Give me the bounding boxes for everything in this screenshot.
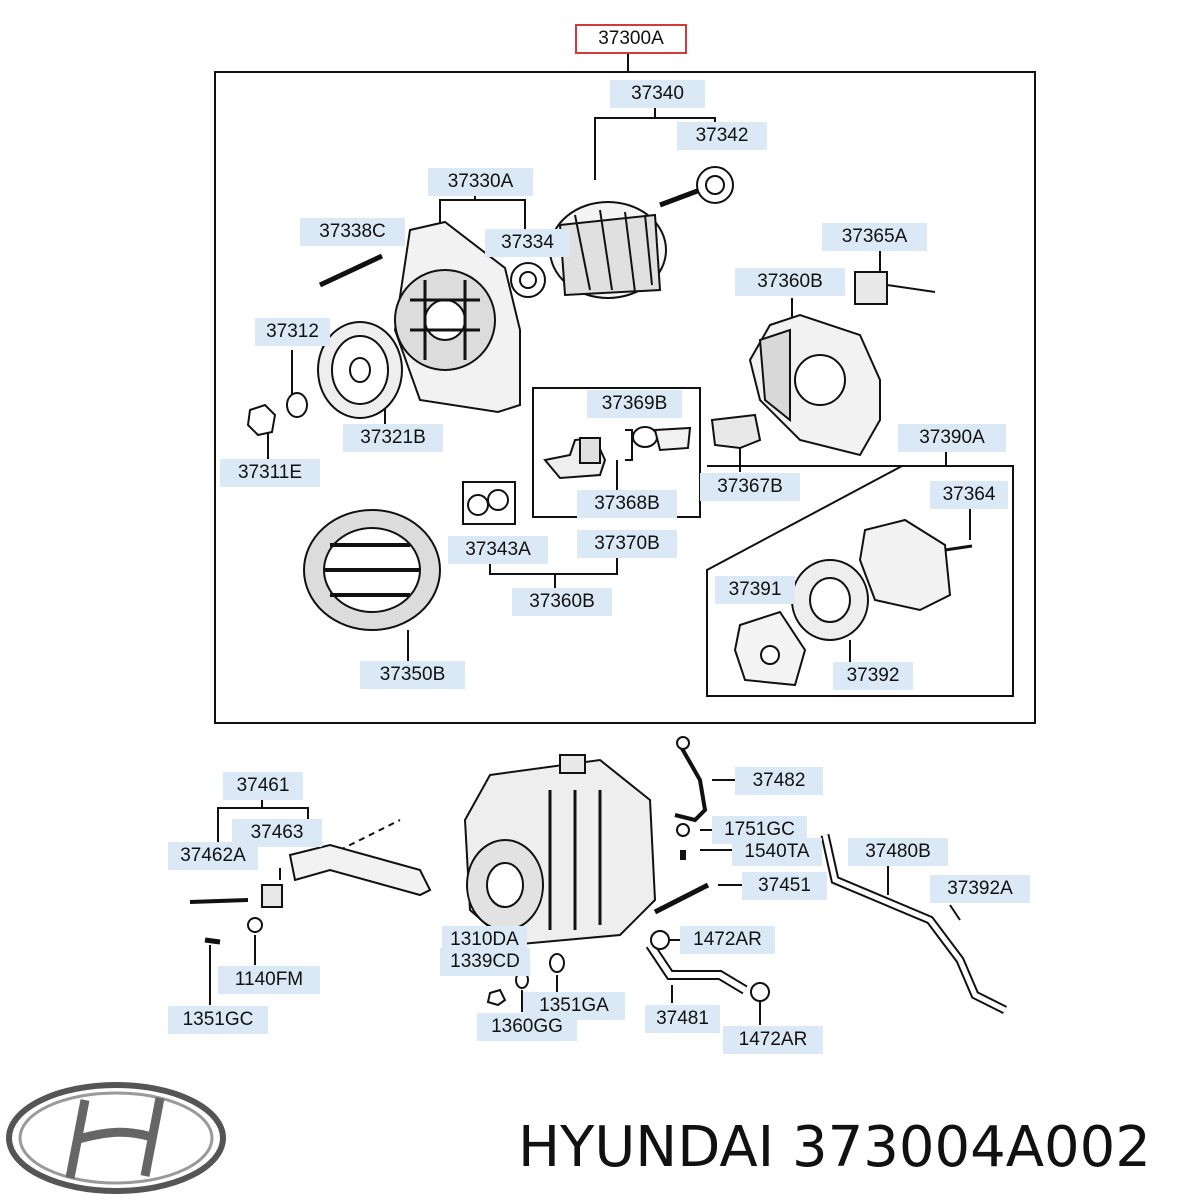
part-label: 37321B	[343, 424, 443, 452]
main-assembly-label: 37300A	[575, 24, 687, 54]
part-label: 1339CD	[440, 948, 530, 976]
part-label: 37360B	[735, 268, 845, 296]
part-number: 373004A002	[791, 1115, 1151, 1180]
part-label: 37342	[677, 122, 767, 150]
rear-housing-drawing	[748, 313, 881, 457]
part-label: 1360GG	[477, 1013, 577, 1041]
part-label: 37365A	[822, 223, 927, 251]
part-label: 1140FM	[218, 966, 320, 994]
rotor-drawing	[549, 166, 734, 299]
part-label: 37334	[485, 229, 570, 257]
part-label: 37350B	[360, 661, 465, 689]
assembly-frame	[214, 71, 1036, 724]
product-caption: HYUNDAI 373004A002	[518, 1108, 1188, 1188]
part-label: 1472AR	[723, 1026, 823, 1054]
part-label: 37370B	[577, 530, 677, 558]
part-label: 37330A	[428, 168, 533, 196]
part-label: 37360B	[512, 588, 612, 616]
part-label: 37368B	[577, 490, 677, 518]
terminal-drawing	[854, 271, 888, 305]
part-label: 37364	[930, 481, 1008, 509]
part-label: 37482	[735, 767, 823, 795]
bracket-drawing	[288, 843, 432, 897]
pulley-drawing	[317, 321, 403, 419]
part-37367b-drawing	[710, 413, 762, 450]
hyundai-logo-icon	[6, 1082, 226, 1194]
nut-drawing	[246, 403, 277, 437]
part-label: 37312	[255, 318, 330, 346]
part-label: 37392A	[930, 875, 1030, 903]
regulator-parts-drawing	[733, 518, 973, 687]
regulator-box	[706, 465, 1014, 697]
part-label: 37369B	[587, 390, 682, 418]
brand-name: HYUNDAI	[518, 1115, 775, 1180]
part-label: 37451	[742, 872, 827, 900]
part-label: 37462A	[168, 842, 258, 870]
alternator-assembly-drawing	[463, 754, 657, 947]
part-label: 37480B	[848, 838, 948, 866]
front-housing-drawing	[393, 220, 521, 414]
spacer-drawing	[286, 392, 308, 418]
part-label: 37392	[833, 662, 913, 690]
stator-drawing	[303, 509, 441, 631]
part-label: 37391	[715, 576, 795, 604]
brush-parts-drawing	[543, 426, 692, 480]
part-label: 1472AR	[680, 926, 775, 954]
part-label: 37340	[610, 80, 705, 108]
part-label: 1351GC	[168, 1006, 268, 1034]
bolt-37338c-drawing	[318, 253, 384, 288]
part-label: 37311E	[220, 459, 320, 487]
part-label: 37481	[645, 1005, 720, 1033]
wire-37482-drawing	[674, 744, 708, 823]
part-label: 1540TA	[732, 838, 822, 866]
part-label: 37338C	[300, 218, 405, 246]
part-label: 37461	[223, 772, 303, 800]
part-label: 37367B	[700, 473, 800, 501]
part-label: 37390A	[898, 424, 1006, 452]
part-label: 37343A	[448, 536, 548, 564]
